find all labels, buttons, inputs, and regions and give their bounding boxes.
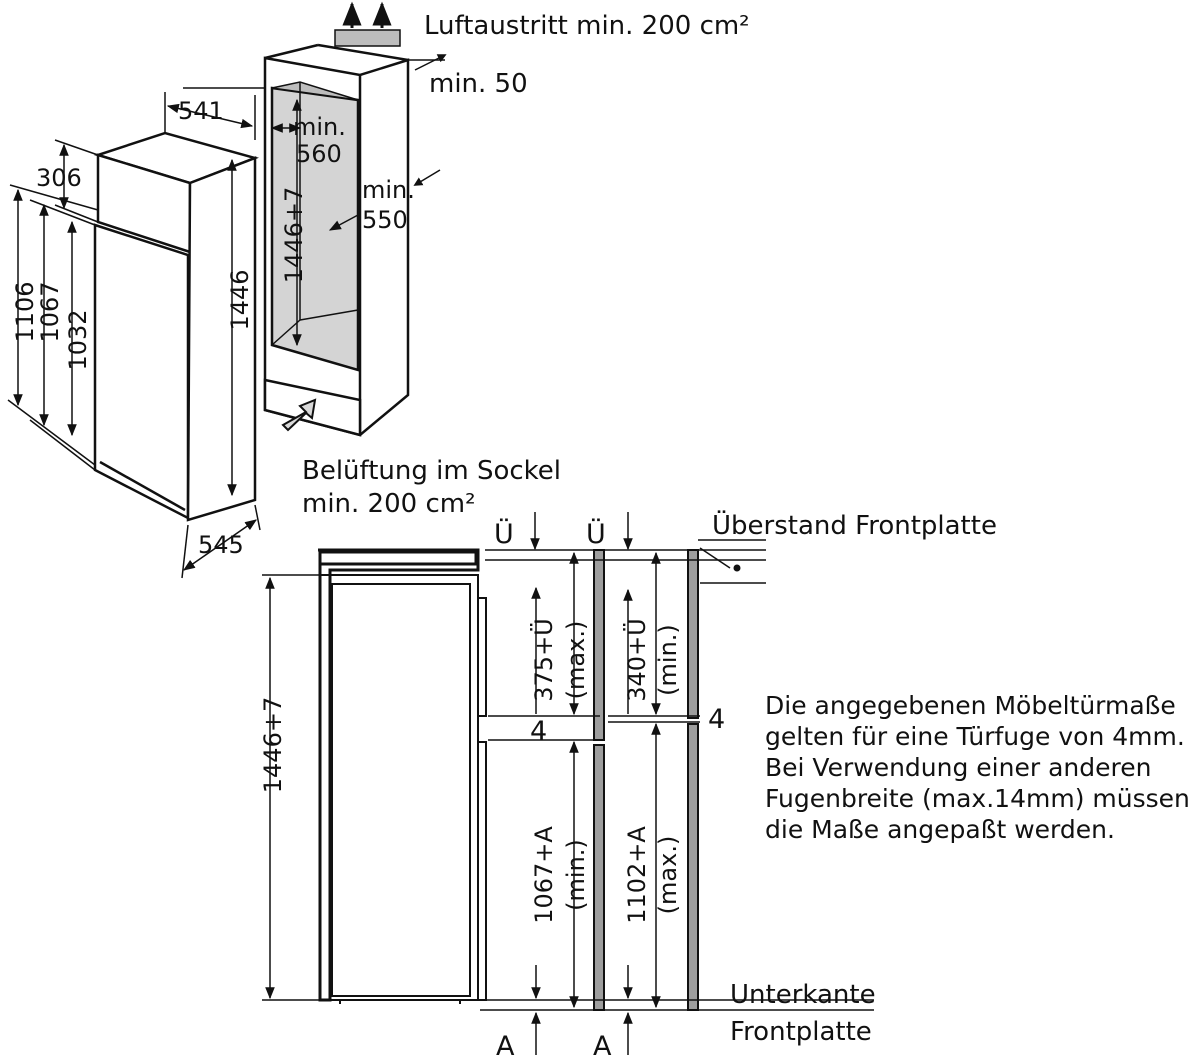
plinth-vent-label-1: Belüftung im Sockel — [302, 456, 561, 486]
note-line: Bei Verwendung einer anderen — [765, 753, 1151, 782]
bottom-door-right-sub: (max.) — [654, 836, 682, 915]
note-line: gelten für eine Türfuge von 4mm. — [765, 722, 1185, 751]
niche-height-label: 1446+7 — [280, 187, 308, 283]
air-outlet-label: Luftaustritt min. 200 cm² — [424, 11, 750, 41]
dim-541: 541 — [178, 97, 224, 125]
bottom-door-right-dim: 1102+A — [623, 826, 651, 924]
min-50-label: min. 50 — [429, 69, 528, 99]
u-right-label: Ü — [586, 518, 606, 550]
a-left-label: A — [496, 1031, 515, 1062]
dim-545: 545 — [198, 531, 244, 559]
niche-width-min-label: min. — [293, 113, 346, 141]
gap-left-label: 4 — [530, 716, 547, 747]
lower-edge-label-1: Unterkante — [730, 980, 876, 1010]
door-dimension-note: Die angegebenen Möbeltürmaße gelten für … — [765, 691, 1190, 844]
appliance-drawing — [7, 92, 261, 579]
plinth-vent-label-2: min. 200 cm² — [302, 489, 476, 519]
lower-edge-label-2: Frontplatte — [730, 1017, 872, 1047]
top-door-right-sub: (min.) — [654, 624, 682, 696]
dim-1032: 1032 — [64, 309, 92, 370]
bottom-door-left-dim: 1067+A — [530, 826, 558, 924]
niche-depth-value: 550 — [362, 206, 408, 234]
door-niche-height: 1446+7 — [259, 697, 287, 793]
top-door-right-dim: 340+Ü — [622, 618, 651, 701]
door-drawing — [262, 512, 874, 1055]
note-line: Die angegebenen Möbeltürmaße — [765, 691, 1176, 720]
a-right-label: A — [593, 1031, 612, 1062]
dim-1067: 1067 — [36, 281, 64, 342]
note-line: Fugenbreite (max.14mm) müssen — [765, 784, 1190, 813]
gap-right-label: 4 — [708, 704, 725, 735]
niche-width-value: 560 — [296, 140, 342, 168]
top-door-left-sub: (max.) — [562, 621, 590, 700]
note-line: die Maße angepaßt werden. — [765, 815, 1115, 844]
top-door-left-dim: 375+Ü — [529, 618, 558, 701]
dim-306: 306 — [36, 164, 82, 192]
bottom-door-left-sub: (min.) — [562, 839, 590, 911]
dim-1446-appliance: 1446 — [226, 269, 254, 330]
niche-depth-min-label: min. — [362, 176, 415, 204]
dim-1106: 1106 — [11, 281, 39, 342]
front-overhang-label: Überstand Frontplatte — [712, 509, 997, 541]
niche-drawing — [183, 1, 447, 437]
u-left-label: Ü — [494, 518, 514, 550]
